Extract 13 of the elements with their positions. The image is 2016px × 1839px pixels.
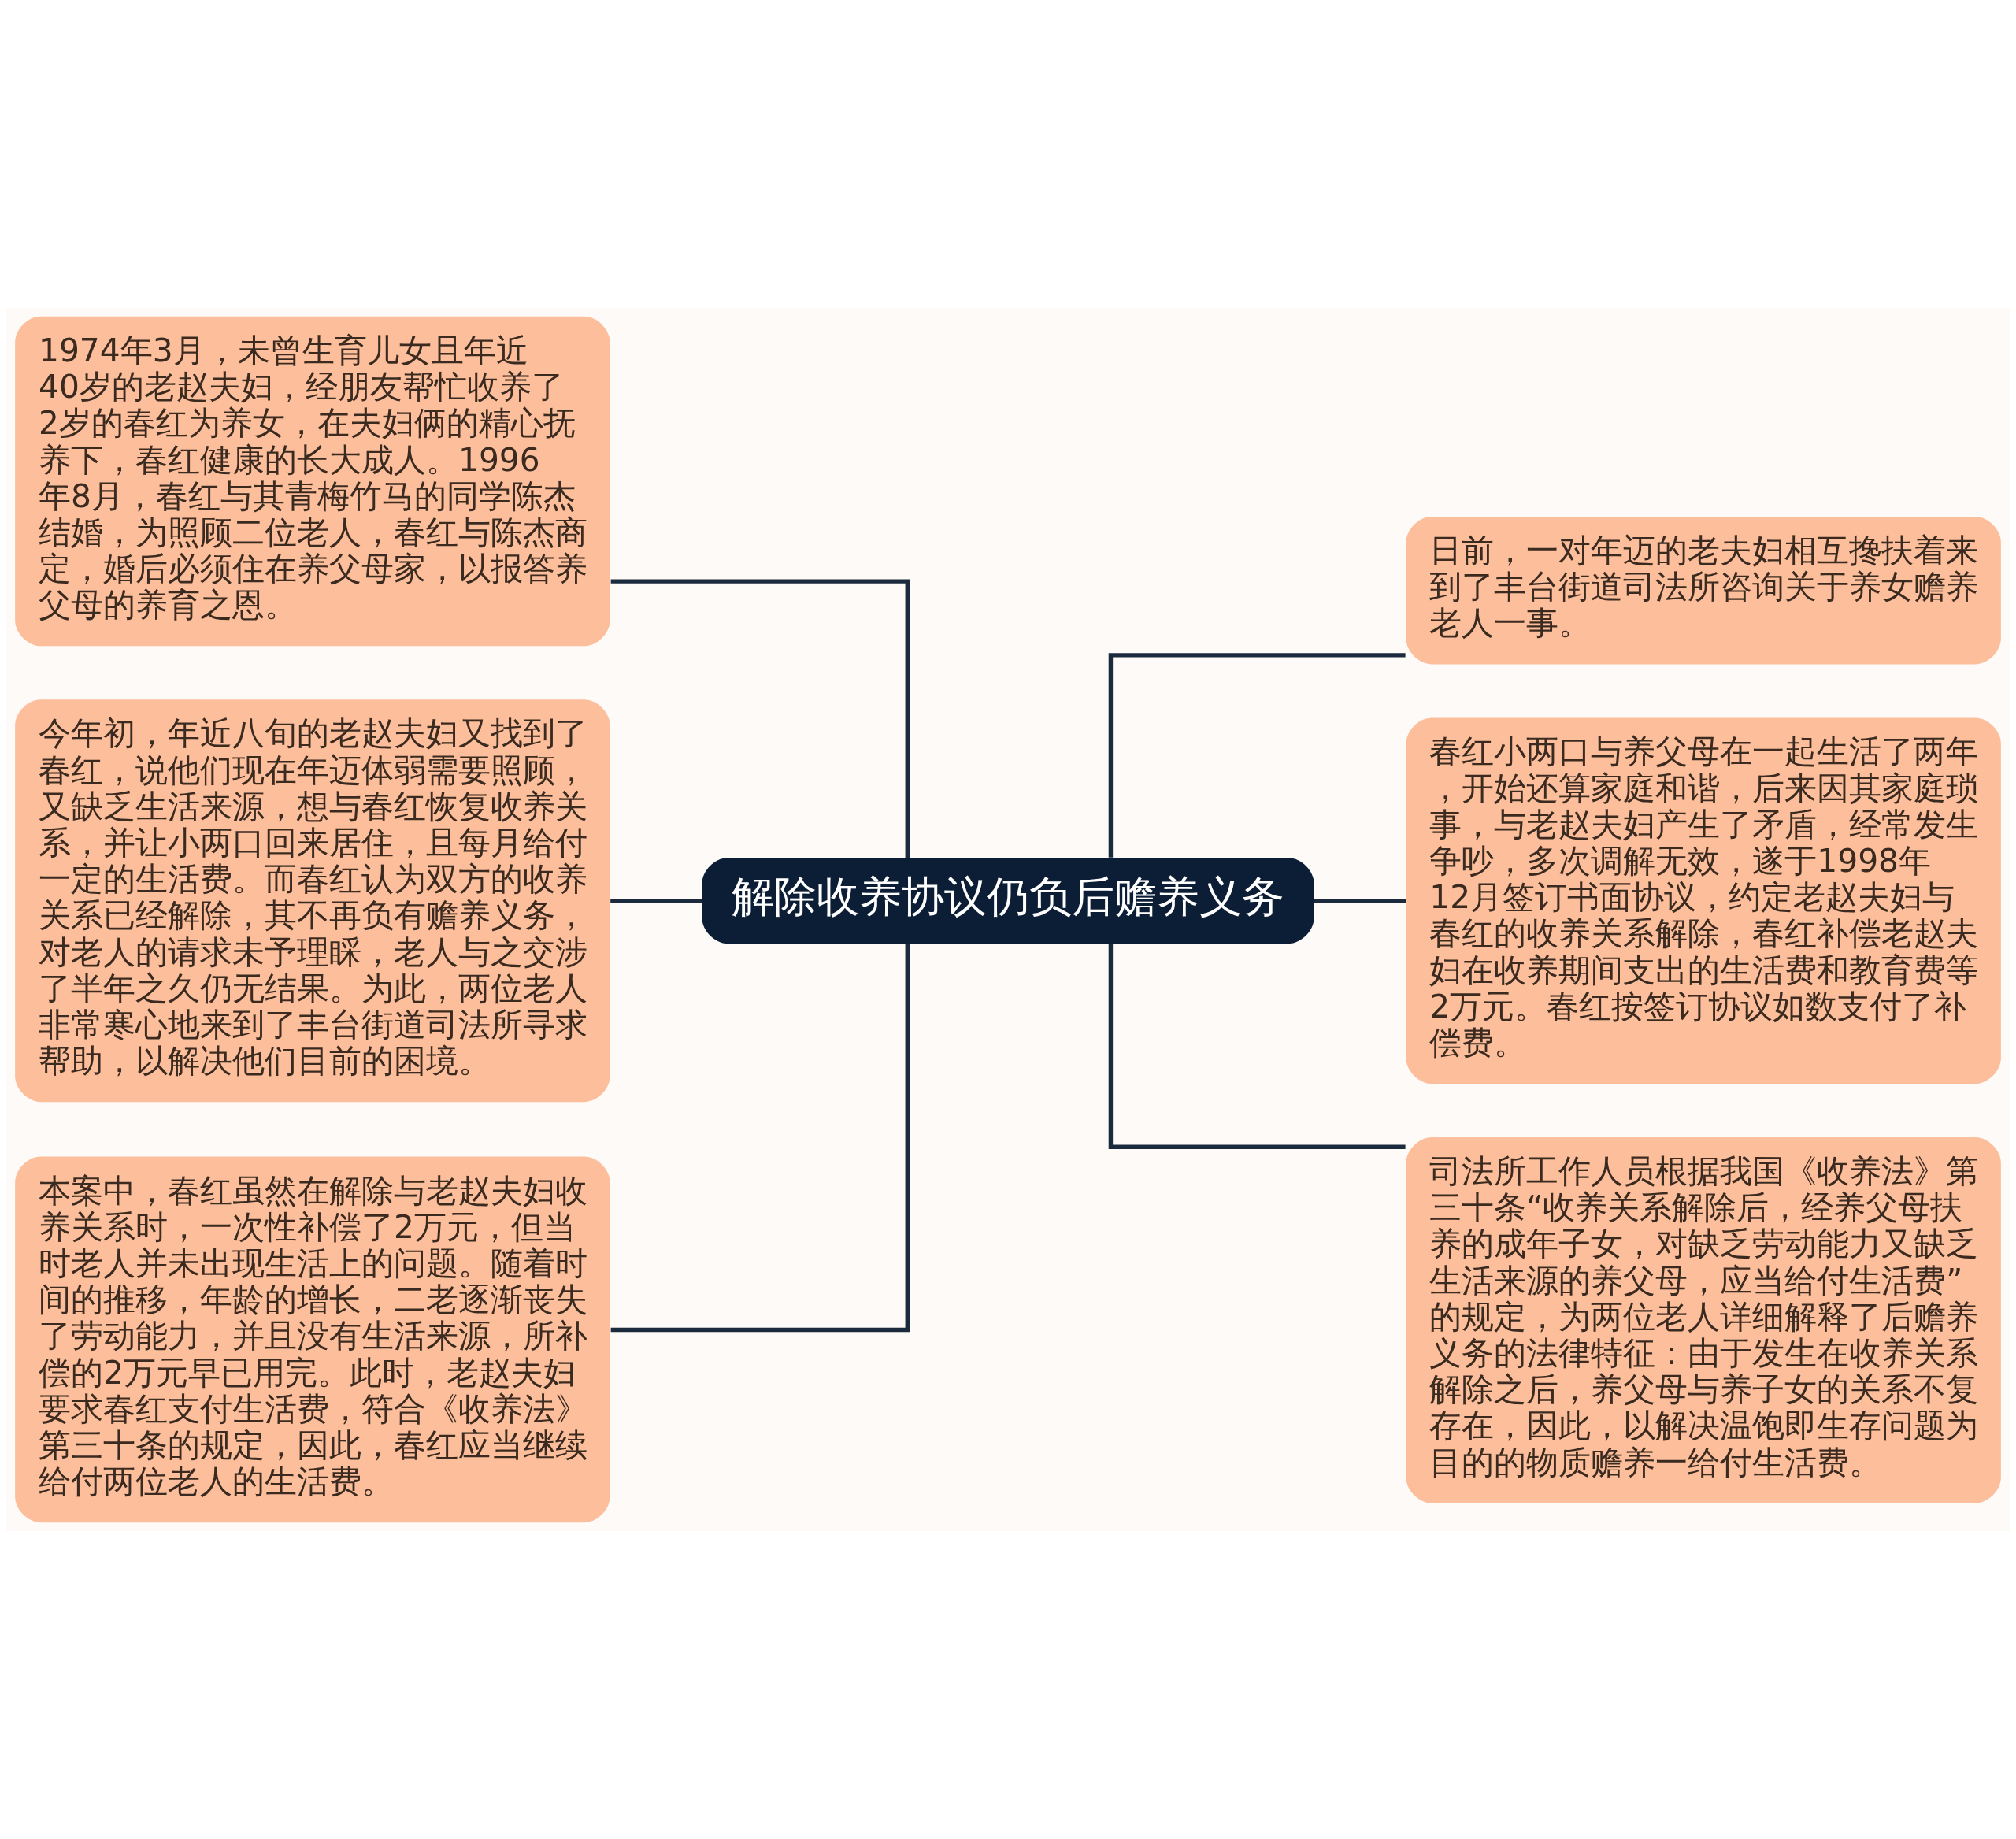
node-box: 本案中，春红虽然在解除与老赵夫妇收养关系时，一次性补偿了2万元，但当时老人并未出现生活上的问题。随着时间的推移，年龄的增长，二老逐渐丧失了劳动能力，并且没有生活来源，所补偿的2万元早已用完。此时，老赵夫妇要求春红支付生活费，符合《收养法》第三十条的规定，因此，春红应当继续给付两位老人的生活费。 bbox=[15, 1156, 610, 1523]
connector bbox=[610, 579, 910, 858]
node-box: 日前，一对年迈的老夫妇相互搀扶着来到了丰台街道司法所咨询关于养女赡养老人一事。 bbox=[1406, 516, 2001, 665]
node-box: 春红小两口与养父母在一起生活了两年，开始还算家庭和谐，后来因其家庭琐事，与老赵夫妇产生了矛盾，经常发生争吵，多次调解无效，遂于1998年12月签订书面协议，约定老赵夫妇与春红的收养关系解除，春红补偿老赵夫妇在收养期间支出的生活费和教育费等2万元。春红按签订协议如数支付了补偿费。 bbox=[1406, 717, 2001, 1084]
connector bbox=[610, 944, 910, 1333]
connector bbox=[1108, 653, 1406, 858]
node-box: 今年初，年近八旬的老赵夫妇又找到了春红，说他们现在年迈体弱需要照顾，又缺乏生活来源，想与春红恢复收养关系，并让小两口回来居住，且每月给付一定的生活费。而春红认为双方的收养关系已经解除，其不再负有赡养义务，对老人的请求未予理睬，老人与之交涉了半年之久仍无结果。为此，两位老人非常寒心地来到了丰台街道司法所寻求帮助，以解决他们目前的困境。 bbox=[15, 699, 610, 1103]
connector bbox=[1314, 899, 1406, 903]
connector bbox=[610, 899, 702, 903]
node-box: 1974年3月，未曾生育儿女且年近40岁的老赵夫妇，经朋友帮忙收养了2岁的春红为养女，在夫妇俩的精心抚养下，春红健康的长大成人。1996年8月，春红与其青梅竹马的同学陈杰结婚，为照顾二位老人，春红与陈杰商定，婚后必须住在养父母家，以报答养父母的养育之恩。 bbox=[15, 316, 610, 647]
connector bbox=[1108, 944, 1406, 1149]
node-box: 司法所工作人员根据我国《收养法》第三十条“收养关系解除后，经养父母扶养的成年子女，对缺乏劳动能力又缺乏生活来源的养父母，应当给付生活费”的规定，为两位老人详细解释了后赡养义务的法律特征：由于发生在收养关系解除之后，养父母与养子女的关系不复存在，因此，以解决温饱即生存问题为目的的物质赡养一给付生活费。 bbox=[1406, 1137, 2001, 1503]
node-box: 解除收养协议仍负后赡养义务 bbox=[702, 858, 1314, 944]
